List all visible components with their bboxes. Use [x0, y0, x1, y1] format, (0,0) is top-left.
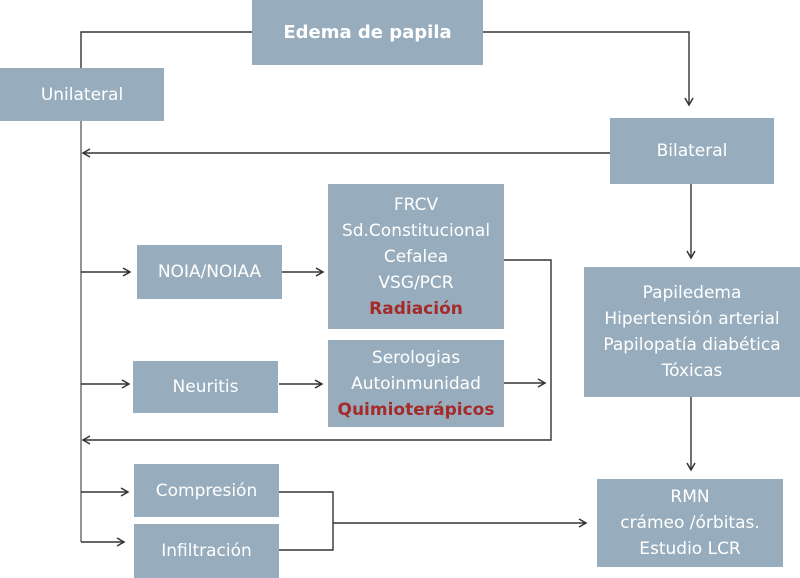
edge-root-bilateral [483, 31, 694, 107]
node-neuritis: Neuritis [133, 361, 278, 413]
imaging-item: Estudio LCR [639, 539, 741, 559]
node-imaging: RMN crámeo /órbitas. Estudio LCR [597, 479, 783, 567]
imaging-item: RMN [670, 487, 710, 507]
node-noia-workup: FRCV Sd.Constitucional Cefalea VSG/PCR R… [328, 184, 504, 329]
edge-root-unilateral [80, 31, 252, 68]
node-edema-de-papila: Edema de papila [252, 0, 483, 65]
cause-item: Papilopatía diabética [603, 335, 781, 355]
cause-item: Papiledema [642, 283, 742, 303]
imaging-item: crámeo /órbitas. [620, 513, 760, 533]
workup-item: VSG/PCR [378, 272, 454, 293]
node-neuritis-workup: Serologias Autoinmunidad Quimioterápicos [328, 340, 504, 427]
edge-compresion-merge [279, 491, 334, 551]
workup-item: Autoinmunidad [351, 373, 481, 394]
workup-item-highlight: Quimioterápicos [337, 399, 495, 420]
cause-item: Hipertensión arterial [604, 309, 780, 329]
node-infiltracion: Infiltración [134, 524, 279, 578]
node-label: Unilateral [40, 84, 124, 105]
workup-item: FRCV [393, 194, 439, 215]
node-label: Neuritis [172, 377, 239, 397]
node-bilateral: Bilateral [610, 118, 774, 184]
node-label: Edema de papila [283, 21, 452, 43]
node-label: NOIA/NOIAA [157, 262, 262, 282]
node-bilateral-causes: Papiledema Hipertensión arterial Papilop… [584, 267, 800, 397]
workup-item: Cefalea [383, 246, 449, 267]
workup-item: Sd.Constitucional [341, 220, 491, 241]
node-label: Compresión [155, 480, 258, 501]
node-compresion: Compresión [134, 464, 279, 517]
node-unilateral: Unilateral [0, 68, 164, 121]
node-label: Infiltración [161, 541, 252, 561]
workup-item-highlight: Radiación [369, 298, 463, 319]
node-noia: NOIA/NOIAA [137, 245, 282, 299]
node-label: Bilateral [656, 141, 728, 161]
edge-noia-workup-return [81, 259, 552, 445]
cause-item: Tóxicas [661, 361, 723, 381]
workup-item: Serologias [371, 347, 461, 368]
